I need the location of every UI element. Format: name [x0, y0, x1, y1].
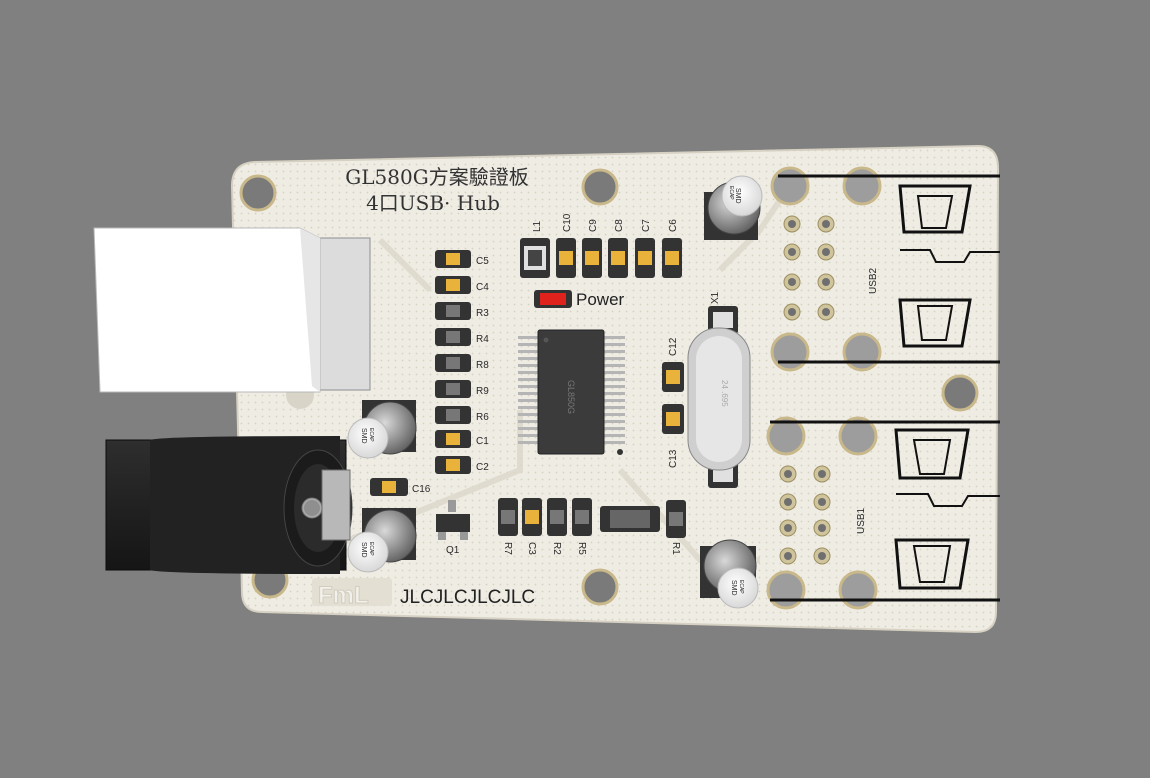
- usb-a-port-usb1: USB1: [766, 416, 1000, 610]
- ref-label: R3: [476, 308, 489, 319]
- ref-label: USB2: [868, 267, 879, 294]
- power-led: [534, 290, 572, 308]
- cap-marking: SMD: [360, 542, 367, 558]
- ref-label: C5: [476, 256, 489, 267]
- cap-marking: ECAP: [728, 186, 734, 200]
- crystal-marking: 24 .695: [720, 380, 729, 407]
- top-smd-row: L1 C10 C9 C8 C7 C6: [520, 213, 682, 278]
- hub-controller-ic: GL850G: [518, 329, 625, 455]
- ic-marking: GL850G: [566, 380, 576, 414]
- power-label: Power: [576, 290, 625, 309]
- ref-label: C8: [614, 219, 625, 232]
- cap-marking: ECAP: [738, 580, 744, 594]
- ref-label: C2: [476, 462, 489, 473]
- ref-label: C6: [668, 219, 679, 232]
- ref-label: L1: [532, 220, 543, 232]
- ref-label: C7: [641, 219, 652, 232]
- electrolytic-cap: SMD ECAP: [700, 539, 759, 609]
- ref-label: R7: [502, 542, 513, 555]
- board-title-line1: GL580G方案驗證板: [345, 165, 528, 189]
- footer-text: JLCJLCJLCJLC: [400, 587, 535, 608]
- electrolytic-cap: SMD ECAP: [347, 400, 417, 459]
- cap-marking: SMD: [360, 428, 367, 444]
- ref-label: C4: [476, 282, 489, 293]
- mounting-holes: [239, 168, 979, 606]
- cap-marking: ECAP: [368, 428, 374, 442]
- board-title-line2: 4口USB· Hub: [366, 191, 500, 215]
- ref-label: R6: [476, 412, 489, 423]
- ref-label: X1: [710, 291, 721, 304]
- cap-marking: SMD: [734, 188, 741, 204]
- crystal-oscillator: 24 .695 X1: [687, 291, 751, 488]
- electrolytic-cap: SMD ECAP: [704, 175, 763, 240]
- board-logo: FmL: [312, 578, 392, 610]
- ref-label: R9: [476, 386, 489, 397]
- ref-label: C1: [476, 436, 489, 447]
- ref-label: R1: [670, 542, 681, 555]
- cap-marking: ECAP: [368, 542, 374, 556]
- usb-b-connector: [93, 227, 371, 393]
- ref-label: R2: [551, 542, 562, 555]
- ref-label: R4: [476, 334, 489, 345]
- ref-label: C3: [526, 542, 537, 555]
- crystal-caps: C12 C13: [662, 337, 684, 468]
- ref-label: C16: [412, 484, 431, 495]
- ref-label: C10: [562, 213, 573, 232]
- electrolytic-cap: SMD ECAP: [347, 508, 417, 573]
- ref-label: C12: [668, 337, 679, 356]
- dc-power-jack: [105, 436, 353, 574]
- ref-label: Q1: [446, 545, 460, 556]
- ref-label: R5: [576, 542, 587, 555]
- bottom-smd-row: R7 C3 R2 R5 R1: [498, 498, 686, 555]
- usb-a-port-usb2: USB2: [770, 166, 1000, 372]
- cap-marking: SMD: [730, 580, 737, 596]
- ref-label: C9: [588, 219, 599, 232]
- cap-c16: C16: [370, 478, 431, 496]
- ref-label: USB1: [856, 507, 867, 534]
- ref-label: R8: [476, 360, 489, 371]
- transistor-q1: Q1: [436, 500, 470, 556]
- logo-text: FmL: [318, 582, 369, 609]
- left-smd-column: C5 C4 R3 R4 R8 R9 R6 C1 C2: [435, 250, 489, 474]
- ref-label: C13: [668, 449, 679, 468]
